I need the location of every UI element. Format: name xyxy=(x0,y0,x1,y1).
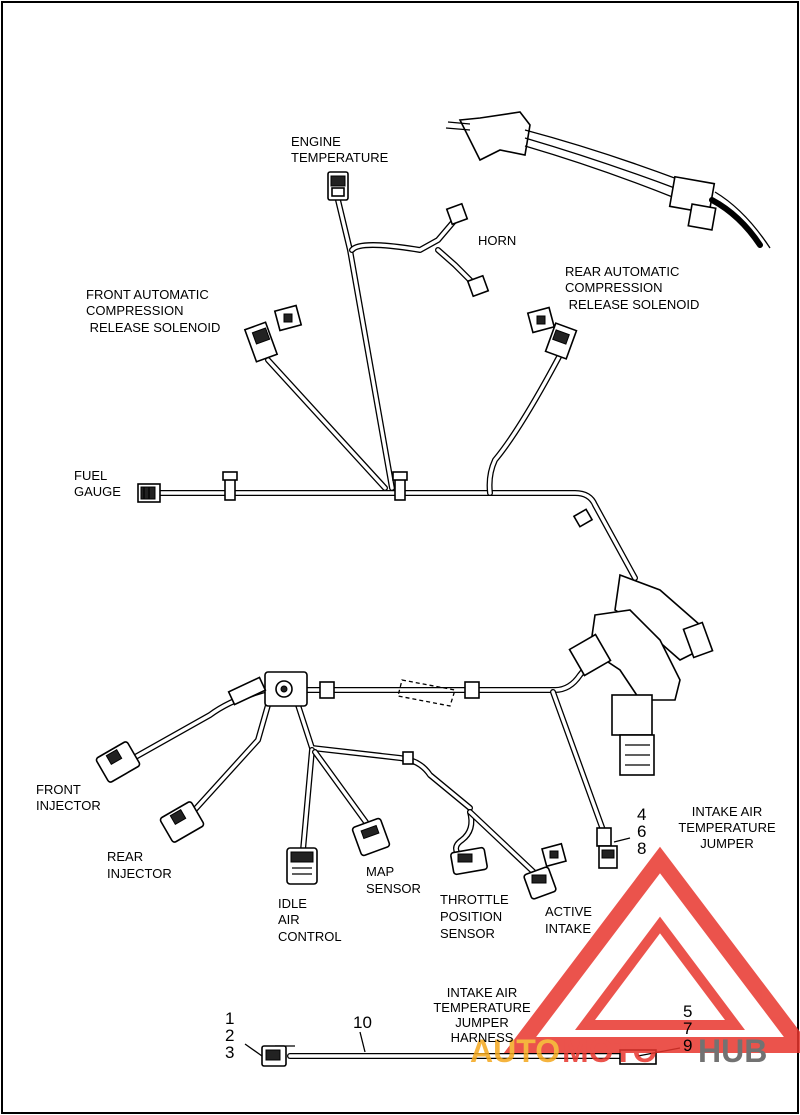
top-right-detail xyxy=(445,111,771,249)
fuel-gauge-connector xyxy=(137,483,161,503)
svg-text:JUMPER: JUMPER xyxy=(455,1015,508,1030)
svg-text:AIR: AIR xyxy=(278,912,300,927)
svg-text:10: 10 xyxy=(353,1013,372,1032)
throttle-position-sensor-label: THROTTLE POSITION SENSOR xyxy=(440,892,509,941)
callout-lower-right: 5 7 9 xyxy=(683,1002,692,1055)
svg-text:POSITION: POSITION xyxy=(440,909,502,924)
horn-connectors xyxy=(445,202,490,298)
harness-clips xyxy=(222,471,594,765)
svg-text:COMPRESSION: COMPRESSION xyxy=(565,280,663,295)
svg-text:4: 4 xyxy=(637,805,646,824)
jumper-harness xyxy=(261,1045,681,1067)
svg-text:ACTIVE: ACTIVE xyxy=(545,904,592,919)
svg-text:TEMPERATURE: TEMPERATURE xyxy=(291,150,389,165)
engine-temperature-label: ENGINE TEMPERATURE xyxy=(291,134,389,165)
svg-text:SENSOR: SENSOR xyxy=(366,881,421,896)
active-intake-label: ACTIVE INTAKE xyxy=(545,904,592,936)
svg-text:1: 1 xyxy=(225,1009,234,1028)
lower-junction xyxy=(227,671,456,707)
svg-text:2: 2 xyxy=(225,1026,234,1045)
engine-temperature-connector xyxy=(327,171,349,201)
front-acr-connector xyxy=(243,304,303,363)
svg-text:5: 5 xyxy=(683,1002,692,1021)
svg-text:7: 7 xyxy=(683,1019,692,1038)
callout-lower-left: 1 2 3 xyxy=(225,1009,234,1062)
svg-text:REAR AUTOMATIC: REAR AUTOMATIC xyxy=(565,264,679,279)
map-sensor-label: MAP SENSOR xyxy=(366,864,421,896)
svg-text:INTAKE AIR: INTAKE AIR xyxy=(447,985,518,1000)
watermark-hub: HUB xyxy=(698,1033,767,1069)
svg-text:FRONT AUTOMATIC: FRONT AUTOMATIC xyxy=(86,287,209,302)
svg-text:MAP: MAP xyxy=(366,864,394,879)
rear-injector-label: REAR INJECTOR xyxy=(107,849,172,881)
junction-block xyxy=(568,573,714,776)
horn-label: HORN xyxy=(478,233,516,248)
leader-lines xyxy=(244,837,631,1057)
svg-text:INJECTOR: INJECTOR xyxy=(107,866,172,881)
svg-text:JUMPER: JUMPER xyxy=(700,836,753,851)
intake-air-temp-jumper-label: INTAKE AIR TEMPERATURE JUMPER xyxy=(678,804,776,851)
svg-text:3: 3 xyxy=(225,1043,234,1062)
svg-text:FRONT: FRONT xyxy=(36,782,81,797)
svg-text:RELEASE SOLENOID: RELEASE SOLENOID xyxy=(86,320,220,335)
front-acr-label: FRONT AUTOMATIC COMPRESSION RELEASE SOLE… xyxy=(86,287,220,335)
intake-air-temp-jumper-connector xyxy=(596,827,618,869)
svg-text:6: 6 xyxy=(637,822,646,841)
idle-air-control-label: IDLE AIR CONTROL xyxy=(278,896,342,944)
svg-text:COMPRESSION: COMPRESSION xyxy=(86,303,184,318)
callout-lower-middle: 10 xyxy=(353,1013,372,1032)
map-sensor-connector xyxy=(351,817,391,857)
svg-text:GAUGE: GAUGE xyxy=(74,484,121,499)
svg-text:TEMPERATURE: TEMPERATURE xyxy=(678,820,776,835)
intake-air-temp-jumper-harness-label: INTAKE AIR TEMPERATURE JUMPER HARNESS xyxy=(433,985,531,1045)
svg-text:HORN: HORN xyxy=(478,233,516,248)
front-injector-label: FRONT INJECTOR xyxy=(36,782,101,813)
svg-text:9: 9 xyxy=(683,1036,692,1055)
svg-text:CONTROL: CONTROL xyxy=(278,929,342,944)
svg-text:TEMPERATURE: TEMPERATURE xyxy=(433,1000,531,1015)
svg-text:HARNESS: HARNESS xyxy=(451,1030,514,1045)
svg-text:THROTTLE: THROTTLE xyxy=(440,892,509,907)
svg-text:INTAKE: INTAKE xyxy=(545,921,591,936)
rear-acr-label: REAR AUTOMATIC COMPRESSION RELEASE SOLEN… xyxy=(565,264,699,312)
watermark-logo: AUTO MOTO HUB xyxy=(470,846,800,1069)
svg-text:SENSOR: SENSOR xyxy=(440,926,495,941)
throttle-position-sensor-connector xyxy=(450,846,488,876)
rear-injector-connector xyxy=(159,801,205,843)
svg-text:8: 8 xyxy=(637,839,646,858)
svg-text:RELEASE SOLENOID: RELEASE SOLENOID xyxy=(565,297,699,312)
callout-upper-jumper: 4 6 8 xyxy=(637,805,646,858)
watermark-moto: MOTO xyxy=(562,1033,657,1069)
fuel-gauge-label: FUEL GAUGE xyxy=(74,468,121,499)
watermark-auto: AUTO xyxy=(470,1033,560,1069)
svg-text:IDLE: IDLE xyxy=(278,896,307,911)
svg-text:INJECTOR: INJECTOR xyxy=(36,798,101,813)
svg-text:ENGINE: ENGINE xyxy=(291,134,341,149)
svg-text:INTAKE AIR: INTAKE AIR xyxy=(692,804,763,819)
idle-air-control-connector xyxy=(286,847,318,885)
rear-acr-connector xyxy=(526,306,578,360)
front-injector-connector xyxy=(95,741,141,783)
svg-text:REAR: REAR xyxy=(107,849,143,864)
active-intake-connector xyxy=(523,842,567,900)
svg-text:FUEL: FUEL xyxy=(74,468,107,483)
